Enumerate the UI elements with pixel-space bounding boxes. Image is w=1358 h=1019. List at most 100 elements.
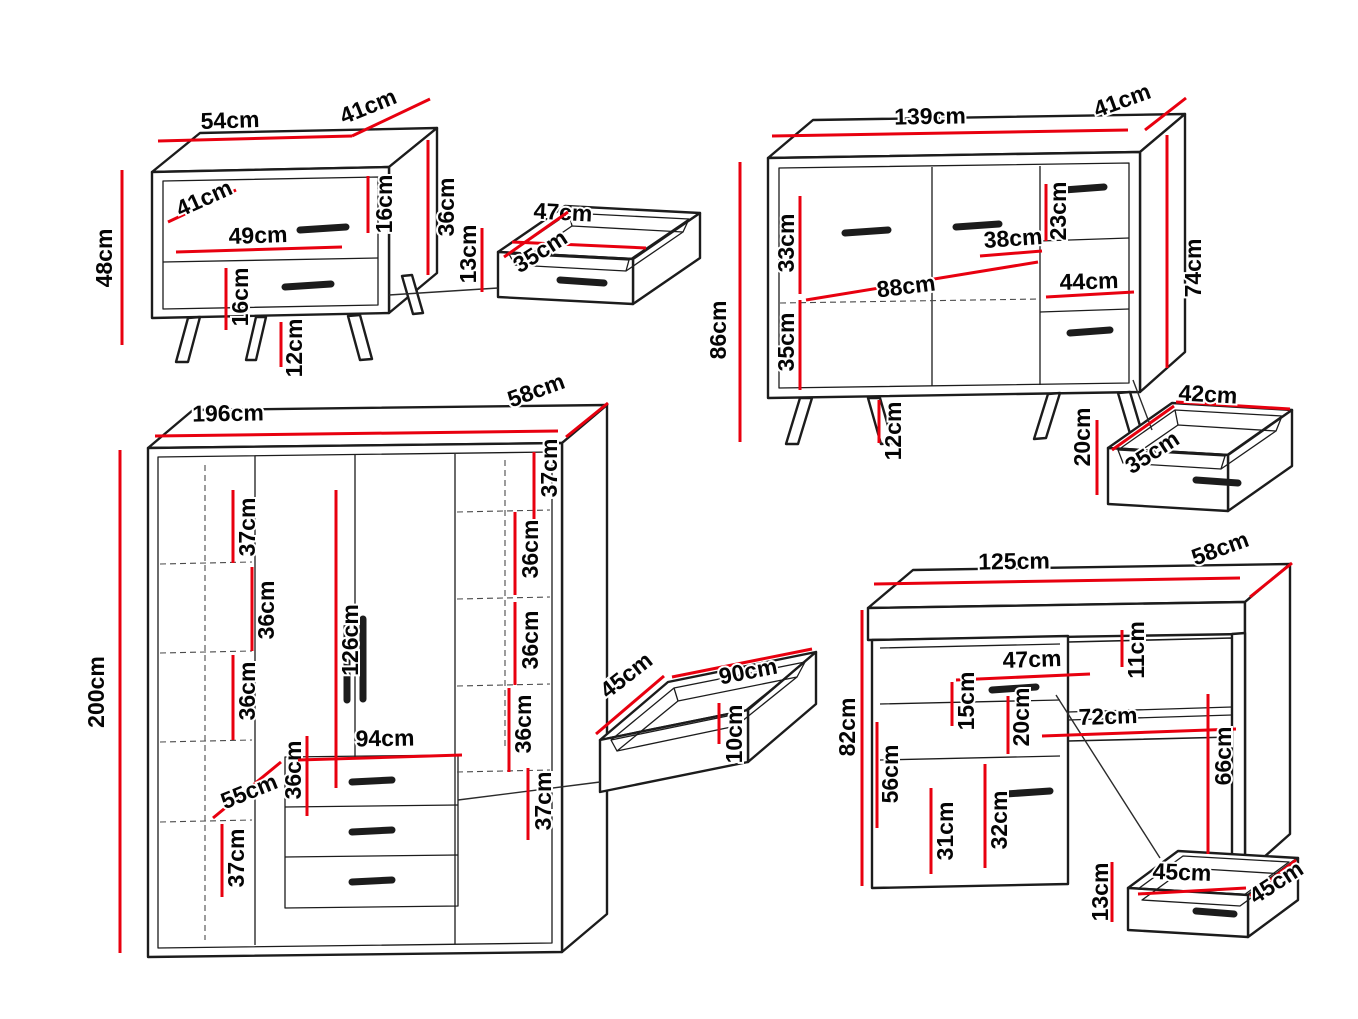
sideboard-drawer-handle-bottom	[1066, 326, 1114, 337]
dimension-label: 36cm	[280, 741, 306, 800]
dimension-label: 36cm	[510, 695, 536, 754]
dimension-line	[671, 647, 813, 679]
leader-sideboard-drawer	[1132, 379, 1153, 431]
dimension-label: 12cm	[281, 319, 307, 378]
dimension-label: 54cm	[200, 106, 260, 134]
dimension-line	[805, 260, 1039, 302]
dimension-label: 74cm	[1180, 239, 1206, 298]
dimension-label: 16cm	[227, 268, 253, 327]
dimension-line	[873, 576, 1241, 586]
sideboard-drawer-handle-top	[1060, 183, 1108, 194]
desk-top-edge	[866, 600, 1247, 642]
desk-drawer-handle	[988, 683, 1040, 694]
dimension-line	[595, 674, 665, 736]
dimension-label: 44cm	[1059, 267, 1119, 295]
desk-drawer-drawing	[1126, 849, 1300, 939]
dimension-label: 23cm	[1045, 182, 1071, 241]
dimension-line	[175, 245, 343, 254]
nightstand-leg	[244, 315, 268, 362]
dimension-label: 13cm	[1087, 863, 1113, 922]
dimension-label: 31cm	[932, 802, 958, 861]
dimension-line	[1137, 886, 1247, 896]
nightstand-leg	[400, 273, 425, 316]
dimension-label: 35cm	[773, 313, 799, 372]
dimension-label: 56cm	[877, 745, 903, 804]
nightstand-drawing	[150, 126, 439, 364]
nightstand-drawer-divider	[162, 257, 379, 263]
dimension-label: 16cm	[371, 175, 397, 234]
dimension-label: 37cm	[536, 439, 562, 498]
dimension-line	[1144, 96, 1187, 132]
drawer-handle	[1192, 907, 1238, 918]
dimension-line	[1041, 727, 1237, 738]
dimension-line	[955, 672, 1091, 682]
sideboard-leg	[784, 396, 814, 446]
drawer-inner-edges	[508, 212, 690, 272]
sideboard-door-handle-left	[841, 226, 892, 237]
dimension-label: 47cm	[533, 197, 593, 226]
dimension-label: 86cm	[705, 301, 731, 360]
dimension-line	[351, 97, 431, 138]
dimension-label: 12cm	[880, 402, 906, 461]
dimension-label: 20cm	[1069, 408, 1095, 467]
dimension-label: 36cm	[517, 520, 543, 579]
wardrobe-drawer-handles	[348, 776, 396, 886]
dimension-label: 45cm	[1152, 858, 1212, 886]
dimension-line	[565, 401, 609, 439]
sideboard-side-face	[1138, 112, 1187, 394]
nightstand-handle-top	[296, 223, 350, 234]
leader-desk-drawer	[1055, 694, 1161, 859]
dimension-label: 48cm	[91, 229, 117, 288]
dimension-line	[1249, 561, 1293, 599]
sideboard-door-handle-right	[952, 220, 1003, 231]
dimension-line	[167, 188, 237, 224]
dimension-line	[154, 429, 559, 438]
desk-door-handle	[1002, 787, 1054, 798]
sideboard-leg	[1032, 391, 1062, 441]
dimension-line	[771, 128, 1129, 138]
desk-keyboard-tray	[1067, 706, 1233, 721]
desk-pedestal-dividers	[879, 643, 1061, 761]
dimension-line	[511, 240, 647, 250]
nightstand-drawer-drawing	[496, 204, 702, 306]
dimension-label: 36cm	[253, 581, 279, 640]
dimension-label: 33cm	[773, 214, 799, 273]
drawer-front-face	[598, 708, 750, 794]
desk-side-face	[1243, 562, 1292, 876]
dimension-label: 37cm	[223, 829, 249, 888]
dimension-label: 11cm	[1123, 621, 1149, 679]
dimension-label: 38cm	[983, 223, 1043, 253]
dimension-label: 82cm	[834, 698, 860, 757]
dimension-line	[1111, 404, 1175, 452]
dimension-label: 49cm	[228, 221, 288, 249]
wardrobe-door-lines	[254, 454, 456, 945]
drawer-inner-edges	[1117, 409, 1283, 470]
dimension-label: 196cm	[192, 399, 264, 426]
dimension-line	[979, 249, 1043, 258]
dimension-label: 126cm	[337, 604, 363, 676]
wardrobe-drawer-rows	[284, 804, 459, 858]
dimension-label: 42cm	[1178, 379, 1238, 408]
sideboard-drawer-drawing	[1106, 401, 1294, 513]
nightstand-leg	[346, 313, 374, 362]
dimension-line	[157, 134, 353, 143]
sideboard-drawing	[766, 112, 1187, 446]
wardrobe-inner-frame	[157, 451, 553, 949]
drawer-handle	[1192, 476, 1242, 487]
sideboard-drawer-dividers	[1039, 237, 1130, 313]
dimension-label: 20cm	[1008, 688, 1034, 747]
desk-drawing	[866, 562, 1292, 890]
dimension-label: 36cm	[517, 611, 543, 670]
dimension-label: 139cm	[894, 102, 966, 129]
dimension-label: 32cm	[986, 791, 1012, 850]
dimension-label: 37cm	[234, 498, 260, 557]
dimension-line	[297, 753, 463, 762]
dimension-label: 36cm	[234, 662, 260, 721]
dimension-label: 15cm	[953, 672, 979, 731]
dimension-label: 72cm	[1078, 702, 1138, 730]
dimension-label: 47cm	[1002, 645, 1062, 673]
drawer-inner-bottom	[1141, 867, 1285, 907]
dimension-label: 10cm	[721, 705, 747, 764]
